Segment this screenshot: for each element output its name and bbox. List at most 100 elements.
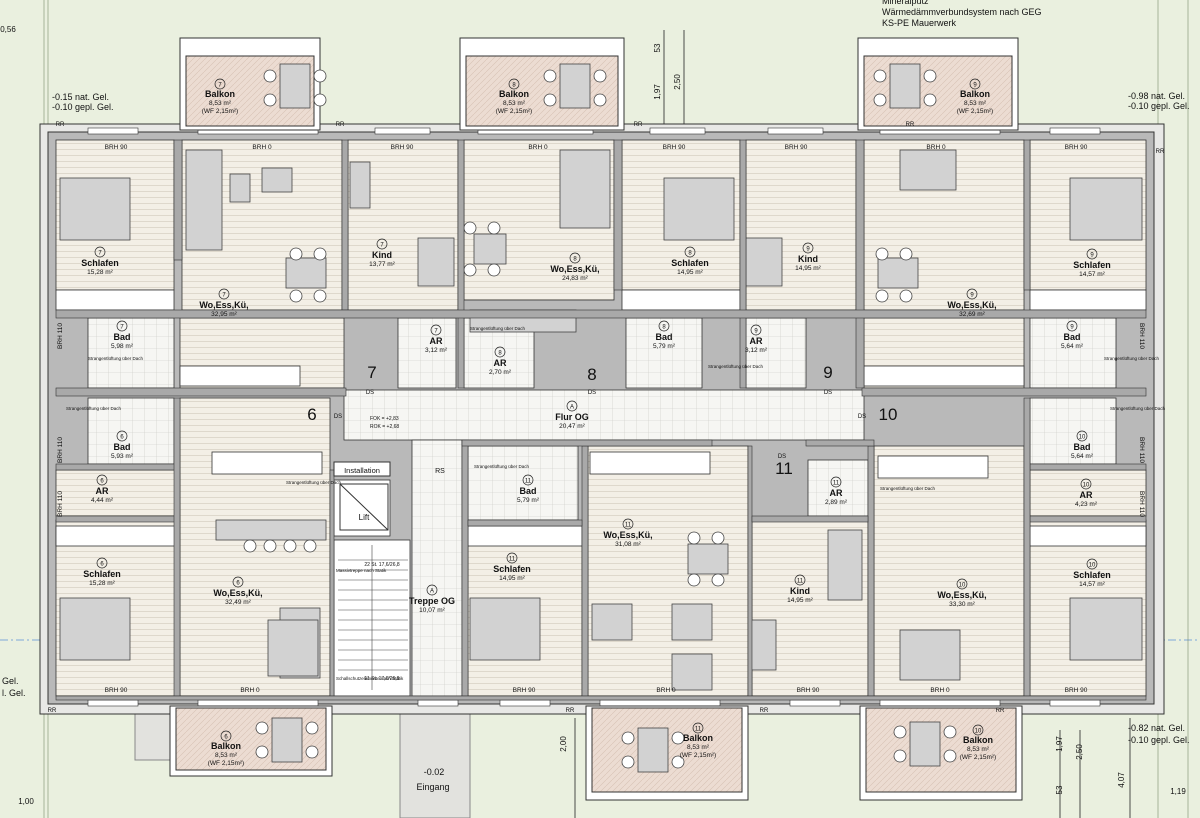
brh-label-top: BRH 0: [528, 144, 548, 151]
lift-shaft: [339, 483, 389, 531]
room-area: 14,95 m²: [677, 269, 703, 276]
note-line: KS-PE Mauerwerk: [882, 18, 957, 28]
dim-label: 53: [1055, 785, 1064, 794]
room-area: 5,98 m²: [111, 343, 134, 350]
room-number-circle: [1086, 248, 1098, 260]
unit-number: 10: [879, 405, 898, 424]
balcony-name: Balkon: [205, 89, 235, 99]
room-name: Kind: [372, 250, 392, 260]
room-area: 15,28 m²: [87, 269, 113, 276]
room-name: Schlafen: [83, 569, 121, 579]
rr-marker: RR: [996, 708, 1005, 714]
balcony-number: 10: [975, 729, 982, 735]
vent-note: Strangentlüftung über Dach: [1104, 356, 1160, 361]
balcony-number-circle: [220, 730, 232, 742]
room-area: 20,47 m²: [559, 423, 585, 430]
room-number: 9: [1070, 325, 1074, 331]
balcony-wf: (WF 2,15m²): [202, 108, 238, 115]
room-name: Bad: [113, 442, 130, 452]
unit-number: 8: [587, 365, 596, 384]
room-name: Bad: [1063, 332, 1080, 342]
ds-label: DS: [824, 390, 832, 396]
room-number-circle: [802, 242, 814, 254]
balcony-number-circle: [214, 78, 226, 90]
vent-note: Strangentlüftung über Dach: [286, 480, 342, 485]
room-number: 6: [236, 581, 240, 587]
room-number: 9: [754, 329, 758, 335]
level-note: l. Gel.: [2, 688, 26, 698]
room-number: 6: [120, 435, 124, 441]
brh-label-bottom: BRH 90: [1065, 687, 1088, 694]
room-name: Wo,Ess,Kü,: [199, 300, 248, 310]
stair-note: Massivtreppe nach Statik: [336, 568, 387, 573]
room-number: 6: [100, 479, 104, 485]
room-name: Bad: [519, 486, 536, 496]
balcony-area: 8,53 m²: [503, 100, 526, 107]
room-area: 2,89 m²: [825, 499, 848, 506]
room-number: 10: [959, 583, 966, 589]
room-name: AR: [750, 336, 763, 346]
room-number: 6: [100, 562, 104, 568]
brh-label-side: BRH 110: [57, 437, 64, 463]
vent-note: Strangentlüftung über Dach: [708, 364, 764, 369]
level-note: -0.15 nat. Gel.: [52, 92, 109, 102]
brh-label-top: BRH 90: [391, 144, 414, 151]
room-number-circle: [96, 474, 108, 486]
dim-label: 1,97: [653, 84, 662, 100]
room-number-circle: [569, 252, 581, 264]
room-number-circle: [232, 576, 244, 588]
dim-label: 2,00: [559, 736, 568, 752]
rr-marker: RR: [906, 122, 915, 128]
balcony-number: 6: [224, 735, 228, 741]
room-number: 7: [98, 251, 102, 257]
installation-label: Installation: [344, 466, 380, 475]
balcony-wf: (WF 2,15m²): [957, 108, 993, 115]
room-number: 8: [498, 351, 502, 357]
level-note: -0.10 gepl. Gel.: [1128, 735, 1190, 745]
room-number: 9: [970, 293, 974, 299]
room-area: 14,57 m²: [1079, 271, 1105, 278]
entrance-level: -0.02: [424, 767, 445, 777]
room-name: AR: [430, 336, 443, 346]
dim-label: 2,50: [1075, 744, 1084, 760]
room-number-circle: [794, 574, 806, 586]
brh-label-top: BRH 90: [105, 144, 128, 151]
room-number: 11: [509, 557, 516, 563]
room-name: AR: [96, 486, 109, 496]
balcony-name: Balkon: [963, 735, 993, 745]
room-number-circle: [218, 288, 230, 300]
room-area: 4,44 m²: [91, 497, 114, 504]
room-number: 9: [1090, 253, 1094, 259]
room-area: 14,95 m²: [499, 575, 525, 582]
lift-label: Lift: [359, 513, 370, 522]
brh-label-top: BRH 90: [1065, 144, 1088, 151]
room-area: 14,95 m²: [787, 597, 813, 604]
room-area: 5,64 m²: [1071, 453, 1094, 460]
room-name: Schlafen: [1073, 260, 1111, 270]
rr-marker: RR: [1156, 149, 1165, 155]
brh-label-top: BRH 0: [252, 144, 272, 151]
room-number-circle: [376, 238, 388, 250]
room-number-circle: [494, 346, 506, 358]
room-area: 32,95 m²: [211, 311, 237, 318]
ds-label: DS: [334, 414, 342, 420]
vent-note: Strangentlüftung über Dach: [474, 464, 530, 469]
walls: [55, 139, 1147, 701]
balcony-name: Balkon: [211, 741, 241, 751]
unit-number: 6: [307, 405, 316, 424]
level-note: Gel.: [2, 676, 19, 686]
room-number-circle: [116, 430, 128, 442]
room-number-circle: [1080, 478, 1092, 490]
room-name: Schlafen: [1073, 570, 1111, 580]
room-number-circle: [956, 578, 968, 590]
room-number: 8: [688, 251, 692, 257]
room-name: AR: [1080, 490, 1093, 500]
room-number: 7: [434, 329, 438, 335]
room-area: 33,30 m²: [949, 601, 975, 608]
rr-marker: RR: [56, 122, 65, 128]
room-area: 31,08 m²: [615, 541, 641, 548]
room-number: 10: [1083, 483, 1090, 489]
ds-label: DS: [588, 390, 596, 396]
rr-marker: RR: [760, 708, 769, 714]
